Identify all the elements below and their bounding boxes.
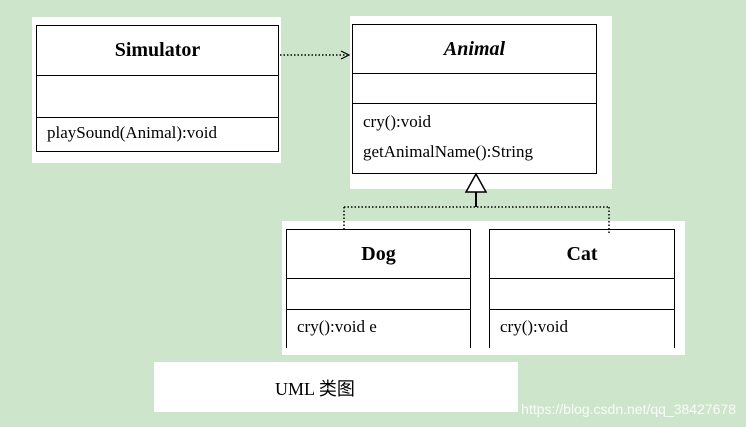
- attributes-compartment-cat: [490, 279, 674, 310]
- attributes-compartment-animal: [353, 74, 596, 104]
- class-name-dog: Dog: [287, 230, 470, 279]
- class-dog[interactable]: Dog cry():void e: [286, 229, 471, 348]
- methods-compartment-cat: cry():void: [490, 310, 674, 348]
- method-getanimalname: getAnimalName():String: [363, 142, 533, 161]
- generalization-triangle: [464, 172, 488, 193]
- dependency-arrowhead: [340, 50, 351, 60]
- methods-compartment-animal: cry():void getAnimalName():String: [353, 104, 596, 173]
- class-name-animal: Animal: [353, 25, 596, 74]
- methods-compartment-dog: cry():void e: [287, 310, 470, 348]
- class-simulator[interactable]: Simulator playSound(Animal):void: [36, 25, 279, 152]
- method-cry-dog: cry():void e: [297, 317, 377, 336]
- method-cry-animal: cry():void: [363, 112, 431, 131]
- class-cat[interactable]: Cat cry():void: [489, 229, 675, 348]
- class-name-simulator: Simulator: [37, 26, 278, 76]
- diagram-caption: UML 类图: [275, 379, 355, 399]
- class-animal[interactable]: Animal cry():void getAnimalName():String: [352, 24, 597, 174]
- attributes-compartment-simulator: [37, 76, 278, 118]
- watermark-url: https://blog.csdn.net/qq_38427678: [521, 401, 736, 417]
- class-name-cat: Cat: [490, 230, 674, 279]
- method-playsound: playSound(Animal):void: [47, 123, 217, 142]
- methods-compartment-simulator: playSound(Animal):void: [37, 118, 278, 151]
- caption-panel: [154, 362, 518, 412]
- attributes-compartment-dog: [287, 279, 470, 310]
- method-cry-cat: cry():void: [500, 317, 568, 336]
